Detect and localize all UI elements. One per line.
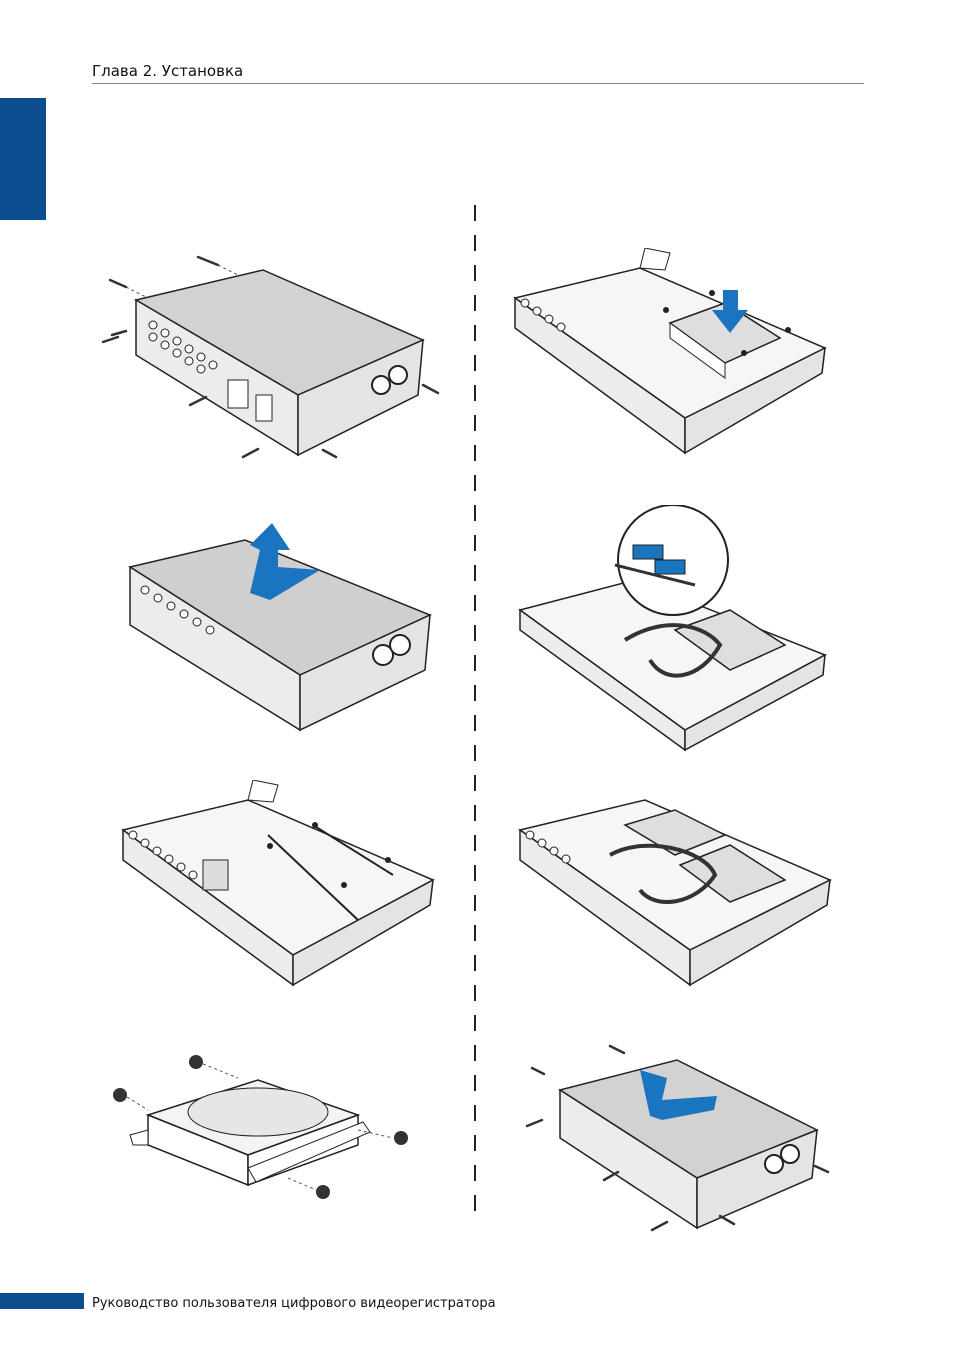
close-cover-illustration — [522, 1038, 834, 1238]
chapter-side-tab — [0, 98, 46, 220]
hdd-bracket-illustration — [108, 1050, 418, 1215]
chapter-title: Глава 2. Установка — [92, 62, 243, 80]
two-hdd-illustration — [515, 780, 835, 990]
header-rule — [92, 83, 864, 84]
hdd-insert-illustration — [510, 248, 830, 458]
footer-accent-bar — [0, 1293, 84, 1309]
footer-text: Руководство пользователя цифрового видео… — [92, 1296, 496, 1311]
dvr-cover-lift-illustration — [120, 515, 440, 735]
column-divider — [474, 205, 476, 1225]
open-chassis-illustration — [118, 780, 438, 995]
dvr-with-screws-illustration — [98, 245, 448, 470]
sata-cable-illustration — [515, 505, 835, 755]
